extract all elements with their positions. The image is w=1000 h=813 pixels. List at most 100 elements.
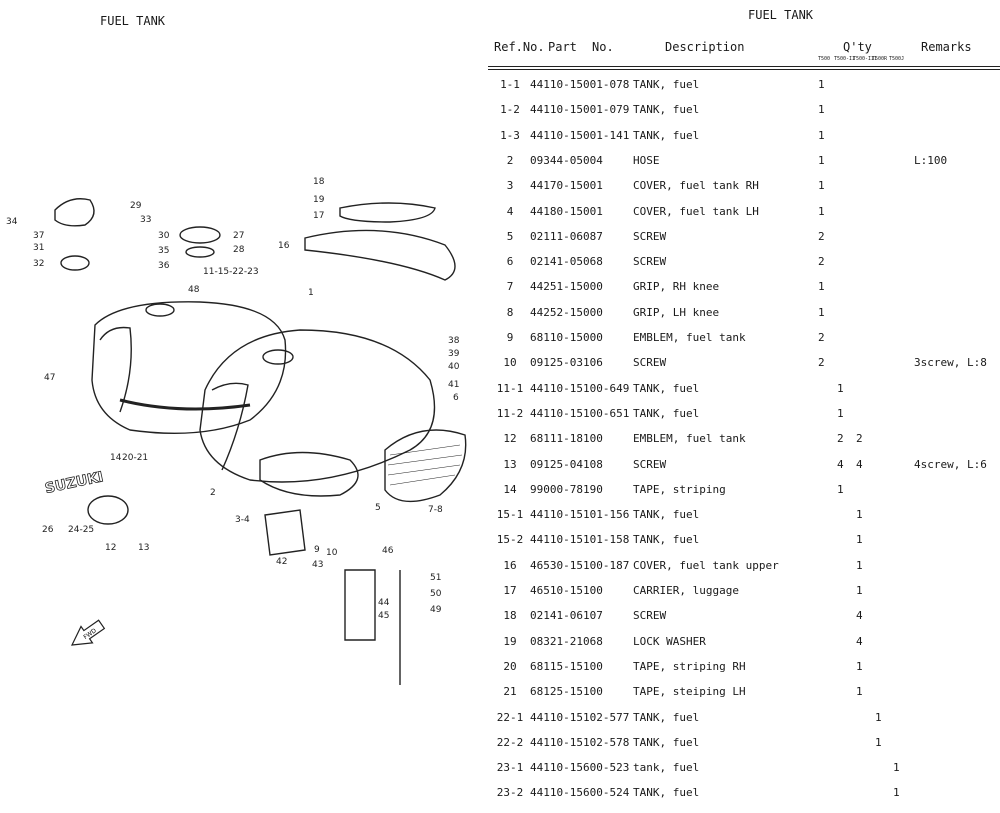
header-remarks: Remarks — [921, 40, 972, 54]
description-cell: CARRIER, luggage — [633, 584, 739, 597]
callout-43: 43 — [312, 560, 323, 570]
qty-cell: 1 — [818, 78, 825, 91]
qty-cell: 1 — [856, 659, 863, 673]
remarks-cell: L:100 — [914, 153, 948, 167]
ref-no-cell: 11-2 — [496, 406, 524, 420]
qty-cell: 2 — [818, 331, 825, 344]
header-rule-bottom — [488, 69, 1000, 70]
callout-24-25: 24-25 — [68, 525, 94, 535]
callout-9: 9 — [314, 545, 320, 555]
description-cell: SCREW — [633, 356, 667, 370]
part-number-cell: 44110-15100-651 — [530, 406, 630, 420]
ref-no-cell: 10 — [503, 356, 517, 370]
callout-12: 12 — [105, 543, 116, 553]
description-cell: GRIP, RH knee — [633, 280, 720, 294]
ref-no-cell: 14 — [503, 482, 517, 496]
callout-20-21: 20-21 — [122, 453, 148, 463]
description-cell: SCREW — [633, 229, 667, 243]
ref-no-cell: 17 — [503, 584, 517, 597]
callout-45: 45 — [378, 611, 389, 621]
callout-32: 32 — [33, 259, 44, 269]
part-number-cell: 44180-15001 — [530, 204, 603, 218]
header-description: Description — [665, 40, 745, 54]
cover-plate-diagram — [259, 451, 359, 497]
callout-42: 42 — [276, 557, 287, 567]
qty-model-5: T500J — [889, 56, 905, 62]
qty-cell: 1 — [875, 710, 882, 724]
qty-model-1: T500 — [818, 56, 831, 62]
upper-cover-diagram — [304, 229, 456, 281]
qty-cell: 1 — [837, 482, 844, 496]
qty-cell: 1 — [893, 761, 900, 775]
callout-40: 40 — [448, 362, 460, 372]
description-cell: SCREW — [633, 255, 667, 269]
qty-model-3: T500-III — [853, 56, 878, 62]
part-number-cell: 44251-15000 — [530, 280, 603, 294]
callout-46: 46 — [382, 546, 394, 556]
part-number-cell: 09125-03106 — [530, 356, 603, 370]
qty-cell: 1 — [818, 153, 825, 167]
ref-no-cell: 15-1 — [496, 508, 524, 522]
callout-18: 18 — [313, 177, 325, 187]
part-number-cell: 02111-06087 — [530, 229, 603, 243]
callout-27: 27 — [233, 231, 244, 241]
ref-no-cell: 23-1 — [496, 761, 524, 775]
ref-no-cell: 22-2 — [496, 735, 524, 749]
part-number-cell: 68110-15000 — [530, 331, 603, 344]
ref-no-cell: 18 — [503, 609, 517, 623]
remarks-cell: 3screw, L:8 — [914, 356, 987, 370]
qty-model-4: T500R — [872, 56, 888, 62]
description-cell: TAPE, striping — [633, 482, 726, 496]
ref-no-cell: 19 — [503, 634, 517, 648]
part-number-cell: 44110-15600-524 — [530, 786, 630, 800]
callout-33: 33 — [140, 215, 151, 225]
ref-no-cell: 1-2 — [500, 103, 520, 117]
ref-no-cell: 4 — [506, 204, 514, 218]
ref-no-cell: 13 — [503, 457, 517, 471]
part-number-cell: 09344-05004 — [530, 153, 603, 167]
callout-17: 17 — [313, 211, 324, 221]
part-number-cell: 44110-15100-649 — [530, 381, 630, 395]
description-cell: TANK, fuel — [633, 735, 700, 749]
part-number-cell: 08321-21068 — [530, 634, 603, 648]
callout-36: 36 — [158, 261, 170, 271]
qty-cell: 1 — [818, 305, 825, 319]
qty-cell: 1 — [856, 584, 863, 597]
description-cell: HOSE — [633, 153, 660, 167]
callout-6: 6 — [453, 393, 459, 403]
description-cell: TANK, fuel — [633, 406, 700, 420]
qty-cell: 1 — [856, 508, 863, 522]
callout-5: 5 — [375, 503, 381, 513]
callout-31: 31 — [33, 243, 44, 253]
callout-38: 38 — [448, 336, 460, 346]
qty-cell: 1 — [818, 204, 825, 218]
description-cell: TANK, fuel — [633, 710, 700, 724]
tank-diagram-main — [199, 329, 436, 483]
description-cell: TANK, fuel — [633, 128, 700, 142]
callout-48: 48 — [188, 285, 200, 295]
ref-no-cell: 7 — [506, 280, 514, 294]
part-number-cell: 44110-15001-079 — [530, 103, 630, 117]
callout-51: 51 — [430, 573, 441, 583]
page-title-right: FUEL TANK — [748, 8, 814, 22]
qty-cell: 1 — [818, 280, 825, 294]
description-cell: TANK, fuel — [633, 78, 700, 91]
callout-44: 44 — [378, 598, 390, 608]
ref-no-cell: 11-1 — [496, 381, 524, 395]
ref-no-cell: 1-1 — [500, 78, 520, 91]
qty-cell: 1 — [837, 381, 844, 395]
